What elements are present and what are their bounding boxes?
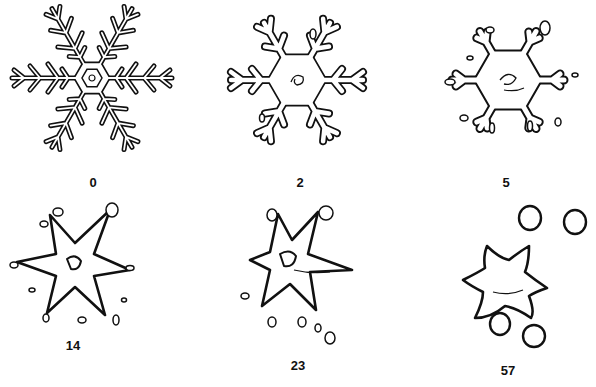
time-label: 0 xyxy=(89,176,96,189)
time-label: 23 xyxy=(291,359,305,372)
time-label: 2 xyxy=(296,176,303,189)
time-label: 57 xyxy=(501,364,515,377)
time-label: 5 xyxy=(502,176,509,189)
time-label: 14 xyxy=(66,339,80,352)
